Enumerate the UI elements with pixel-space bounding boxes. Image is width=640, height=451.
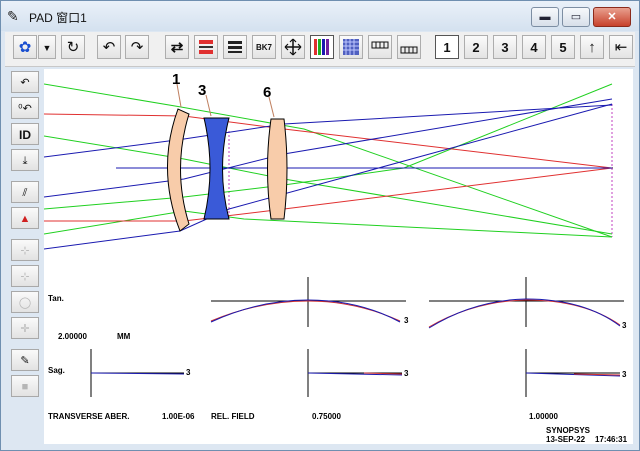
sag-mid-curve-red	[363, 372, 403, 375]
pad-app-icon[interactable]: ✎	[7, 8, 19, 24]
sidebar: ↶ ⁰↶ ID ⤓ ⫽ ▲ ⊹ ⊹ ◯ ✛ ✎ ■	[5, 69, 41, 404]
tan-max-curve-label: 3	[622, 321, 627, 330]
company-name: SYNOPSYS	[546, 426, 591, 435]
footer-time: 17:46:31	[595, 435, 628, 444]
ray-5	[44, 167, 613, 222]
block-tool-icon[interactable]: ■	[11, 375, 39, 397]
sag-max-curve-red	[573, 373, 621, 376]
ray-7	[43, 103, 613, 250]
label-leader-3	[205, 94, 212, 117]
tan-label: Tan.	[48, 294, 64, 303]
red-pattern-graphic	[199, 40, 213, 54]
sag-plot-field-max: 3	[525, 349, 627, 397]
bk7-glass-icon[interactable]: BK7	[252, 35, 276, 59]
tan-mid-curve-label: 3	[404, 316, 409, 325]
label-leader-1	[176, 83, 182, 108]
sag-mid-curve-blue	[307, 372, 403, 376]
color-bars-graphic	[314, 39, 329, 55]
field-max-value: 1.00000	[529, 412, 558, 421]
color-bars-icon[interactable]	[310, 35, 334, 59]
label-leader-6	[268, 96, 275, 118]
pen-tool-icon[interactable]: ✎	[11, 349, 39, 371]
triangle-red-icon[interactable]: ▲	[11, 207, 39, 229]
sag-min-curve-label: 3	[186, 368, 191, 377]
ray-1	[43, 135, 613, 235]
toolbar: ✿ ▼ ↻ ↶ ↷ ⇄ BK7 1 2 3 4 5 ↑ ⇤	[5, 32, 635, 67]
scale-value: 2.00000	[58, 332, 87, 341]
close-button[interactable]: ✕	[593, 7, 631, 27]
id-icon[interactable]: ID	[11, 123, 39, 145]
undo-icon[interactable]: ↶	[97, 35, 121, 59]
lens-element-3[interactable]	[203, 117, 230, 220]
ray-tool-1-icon[interactable]: ⊹	[11, 239, 39, 261]
page-1-button[interactable]: 1	[435, 35, 459, 59]
page-4-button[interactable]: 4	[522, 35, 546, 59]
zero-rotate-icon[interactable]: ⁰↶	[11, 97, 39, 119]
tan-plot-field-mid: 3	[210, 277, 409, 327]
grid-small-icon[interactable]	[397, 35, 421, 59]
title-bar[interactable]: ✎ PAD 窗口1 ▬ ▭ ✕	[1, 1, 639, 31]
lens-element-1[interactable]	[167, 108, 190, 232]
scale-unit: MM	[117, 332, 131, 341]
tan-mid-curve-blue	[210, 299, 401, 323]
ray-0	[43, 83, 613, 238]
tan-plot-field-max: 3	[428, 277, 627, 330]
sag-min-curve-blue	[90, 372, 185, 375]
element-label-1: 1	[172, 71, 180, 88]
ray-bundle	[43, 83, 613, 250]
blue-dots-graphic	[343, 39, 359, 55]
sag-plot-field-min: 3	[90, 349, 191, 397]
grid-large-graphic	[371, 41, 389, 49]
sag-plot-field-mid: 3	[307, 349, 409, 397]
window-title: PAD 窗口1	[29, 11, 87, 25]
sag-mid-curve-label: 3	[404, 369, 409, 378]
settings-sliders-icon[interactable]: ⇄	[165, 35, 189, 59]
wavelength-value: 1.00E-06	[162, 412, 195, 421]
black-lines-icon[interactable]	[223, 35, 247, 59]
undo-lens-icon[interactable]: ↶	[11, 71, 39, 93]
field-mid-value: 0.75000	[312, 412, 341, 421]
chevron-down-icon[interactable]: ▼	[38, 35, 56, 59]
page-2-button[interactable]: 2	[464, 35, 488, 59]
tan-max-curve-blue	[428, 298, 621, 329]
refresh-icon[interactable]: ↻	[61, 35, 85, 59]
red-pattern-icon[interactable]	[194, 35, 218, 59]
first-page-icon[interactable]: ⇤	[609, 35, 633, 59]
transverse-aber-title: TRANSVERSE ABER.	[48, 412, 130, 421]
gear-icon[interactable]: ✿	[13, 35, 37, 59]
blue-dots-icon[interactable]	[339, 35, 363, 59]
cross-tool-icon[interactable]: ✛	[11, 317, 39, 339]
ray-3	[43, 210, 613, 238]
rel-field-label: REL. FIELD	[211, 412, 255, 421]
drawing-canvas[interactable]: 1 3 6 Tan. 2.00000 MM Sag. 3 3	[43, 69, 633, 444]
grid-large-icon[interactable]	[368, 35, 392, 59]
arrow-up-icon[interactable]: ↑	[580, 35, 604, 59]
element-label-6: 6	[263, 84, 271, 101]
sag-label: Sag.	[48, 366, 65, 375]
grid-small-graphic	[400, 46, 418, 54]
redo-icon[interactable]: ↷	[125, 35, 149, 59]
circle-tool-icon[interactable]: ◯	[11, 291, 39, 313]
ray-8	[43, 104, 613, 158]
ray-4	[43, 113, 613, 169]
minimize-button[interactable]: ▬	[531, 7, 559, 27]
maximize-button[interactable]: ▭	[562, 7, 590, 27]
ray-6	[43, 98, 613, 198]
ray-tool-2-icon[interactable]: ⊹	[11, 265, 39, 287]
footer-date: 13-SEP-22	[546, 435, 586, 444]
fit-view-graphic	[284, 38, 302, 56]
sag-max-curve-blue	[525, 372, 621, 377]
page-5-button[interactable]: 5	[551, 35, 575, 59]
fit-view-icon[interactable]	[281, 35, 305, 59]
sag-max-curve-label: 3	[622, 370, 627, 379]
prism-icon[interactable]: ⫽	[11, 181, 39, 203]
element-label-3: 3	[198, 82, 206, 99]
lens-element-6[interactable]	[267, 118, 288, 220]
page-3-button[interactable]: 3	[493, 35, 517, 59]
black-lines-graphic	[228, 41, 242, 53]
download-icon[interactable]: ⤓	[11, 149, 39, 171]
lens-drawing: 1 3 6 Tan. 2.00000 MM Sag. 3 3	[43, 71, 628, 444]
